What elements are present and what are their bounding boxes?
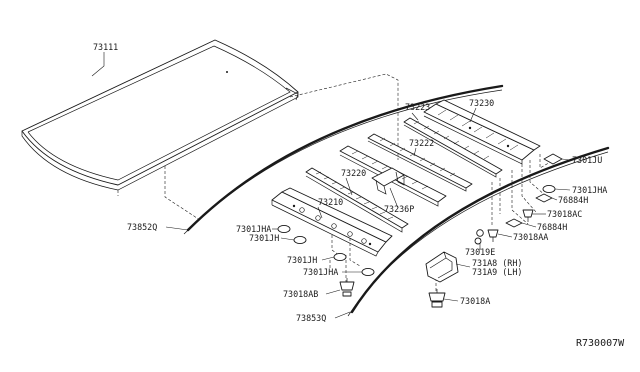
roof-bow-1[interactable]	[305, 167, 409, 233]
label-bow-2: 73222	[409, 138, 434, 148]
roof-bow-3[interactable]	[367, 133, 473, 192]
clip-ab[interactable]	[339, 278, 355, 297]
pad-h-1[interactable]	[535, 193, 553, 203]
label-pad-h-1: 76884H	[558, 195, 588, 205]
label-pad-jh-1: 7301JH	[249, 233, 279, 243]
clip-ac[interactable]	[522, 209, 534, 222]
label-pad-jha-1: 7301JHA	[236, 224, 271, 234]
center-roof-bracket[interactable]	[371, 167, 405, 195]
label-bracket-lh: 731A9 (LH)	[472, 267, 522, 277]
pad-ju[interactable]	[543, 153, 563, 165]
label-clip-ac: 73018AC	[547, 209, 582, 219]
leader-lines	[91, 52, 571, 319]
label-front-rail: 73210	[318, 197, 343, 207]
part-labels: 73111 73852Q 73853Q 73210 73220 73222 73…	[93, 42, 625, 349]
label-clip-aa: 73018AA	[513, 232, 548, 242]
label-clip-ab: 73018AB	[283, 289, 318, 299]
roof-molding-rh[interactable]	[183, 84, 504, 235]
label-pad-h-2: 76884H	[537, 222, 567, 232]
pad-jh-1[interactable]	[293, 235, 307, 245]
diagram-reference-number: R730007W	[576, 338, 625, 349]
label-bracket-center: 73236P	[384, 204, 414, 214]
roof-panel[interactable]	[21, 39, 299, 191]
label-bow-1: 73220	[341, 168, 366, 178]
pad-jh-2[interactable]	[333, 252, 347, 262]
roof-bow-4[interactable]	[403, 117, 503, 178]
clip-a[interactable]	[428, 289, 446, 308]
label-pad-jha-3: 7301JHA	[572, 185, 607, 195]
label-clip-e: 73019E	[465, 247, 495, 257]
label-roof-panel: 73111	[93, 42, 118, 52]
clip-e[interactable]	[474, 229, 484, 245]
label-bow-3: 73223	[405, 102, 430, 112]
pad-h-2[interactable]	[505, 218, 523, 228]
rear-roof-rail[interactable]	[423, 99, 541, 165]
label-clip-a: 73018A	[460, 296, 490, 306]
label-pad-jha-2: 7301JHA	[303, 267, 338, 277]
label-pad-ju: 7301JU	[572, 155, 602, 165]
side-roof-bracket[interactable]	[425, 251, 459, 283]
clip-aa[interactable]	[487, 229, 499, 242]
roof-molding-lh[interactable]	[347, 146, 610, 317]
label-rear-rail: 73230	[469, 98, 494, 108]
label-molding-lh: 73853Q	[296, 313, 326, 323]
label-bracket-rh: 731A8 (RH)	[472, 258, 522, 268]
pad-jha-2[interactable]	[361, 267, 375, 277]
pad-jha-3[interactable]	[542, 184, 556, 194]
front-roof-rail[interactable]	[271, 187, 393, 257]
pad-jha-1[interactable]	[277, 224, 291, 234]
label-pad-jh-2: 7301JH	[287, 255, 317, 265]
label-molding-rh: 73852Q	[127, 222, 157, 232]
